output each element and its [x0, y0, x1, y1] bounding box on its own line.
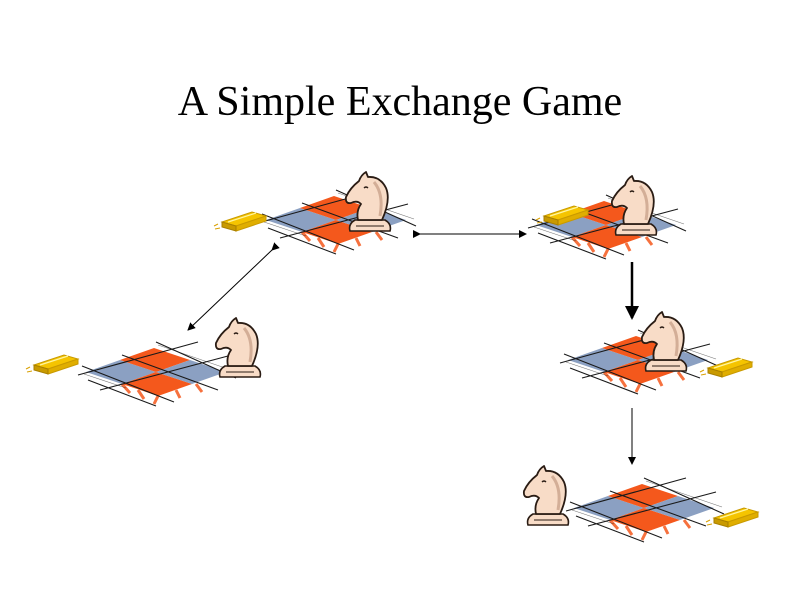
gold-bar-icon: [25, 354, 79, 375]
chess-knight-icon: [522, 464, 570, 527]
state-2: [213, 170, 418, 256]
checkerboard-icon: [558, 328, 720, 396]
checkerboard-icon: [526, 193, 688, 261]
state-1: [25, 316, 262, 408]
chess-knight-icon: [214, 316, 262, 379]
slide-title: A Simple Exchange Game: [177, 79, 623, 125]
checkerboard-icon: [256, 188, 418, 256]
chess-knight-icon: [610, 174, 658, 237]
checkerboard-icon: [564, 476, 726, 544]
state-4: [558, 310, 753, 396]
state-3: [526, 174, 688, 261]
gold-bar-icon: [213, 211, 267, 232]
gold-bar-icon: [705, 507, 759, 528]
chess-knight-icon: [640, 310, 688, 373]
chess-knight-icon: [344, 170, 392, 233]
state-5: [522, 464, 759, 544]
checkerboard-icon: [76, 340, 238, 408]
transition-arrow-1-2: [187, 242, 280, 331]
